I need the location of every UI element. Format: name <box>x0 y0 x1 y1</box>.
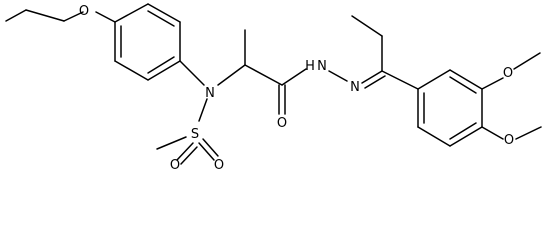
atom-h-hydrazide: H <box>305 59 315 74</box>
bond <box>5 9 27 22</box>
bonds <box>5 3 542 165</box>
atom-n-sulfonamide: N <box>205 86 215 101</box>
bond <box>147 10 175 27</box>
atom-n-hydrazide: N <box>317 59 327 74</box>
bond <box>381 70 419 90</box>
bond <box>198 98 208 122</box>
bond <box>180 146 198 165</box>
atom-o-ethoxy: O <box>79 4 89 19</box>
bond <box>179 60 205 86</box>
bond <box>281 68 307 86</box>
bond <box>351 15 383 37</box>
chemical-structure: O N S O O O N H N O O <box>5 3 542 171</box>
bond <box>481 126 504 140</box>
atom-o-methoxy-1: O <box>503 66 513 81</box>
atom-labels: O N S O O O N H N O O <box>79 4 514 171</box>
bond <box>217 64 246 86</box>
bond <box>147 60 181 81</box>
bond <box>328 70 348 82</box>
bond <box>147 3 181 23</box>
bond <box>244 64 283 86</box>
bond <box>449 122 477 140</box>
atom-o-methoxy-2: O <box>504 133 514 148</box>
bond <box>515 126 542 140</box>
bond <box>176 142 194 161</box>
atom-s-sulfonyl: S <box>191 127 199 142</box>
atom-o-carbonyl: O <box>277 116 287 131</box>
bond <box>114 60 149 81</box>
bond <box>481 77 504 90</box>
bond <box>198 142 215 161</box>
bond <box>25 9 65 22</box>
bond <box>449 126 483 147</box>
bond <box>417 126 451 147</box>
atom-n-imine: N <box>350 80 360 95</box>
bond <box>449 76 477 94</box>
atom-o-sulfonyl-1: O <box>170 158 180 171</box>
bond <box>364 75 386 89</box>
bond <box>114 3 149 23</box>
bond <box>513 52 541 70</box>
bond <box>147 56 175 74</box>
atom-o-sulfonyl-2: O <box>214 158 224 171</box>
bond <box>63 11 84 22</box>
bond <box>202 138 219 157</box>
bond <box>361 70 383 84</box>
bond <box>417 69 451 90</box>
bond <box>449 69 483 90</box>
bond <box>95 11 116 23</box>
bond <box>156 136 187 150</box>
